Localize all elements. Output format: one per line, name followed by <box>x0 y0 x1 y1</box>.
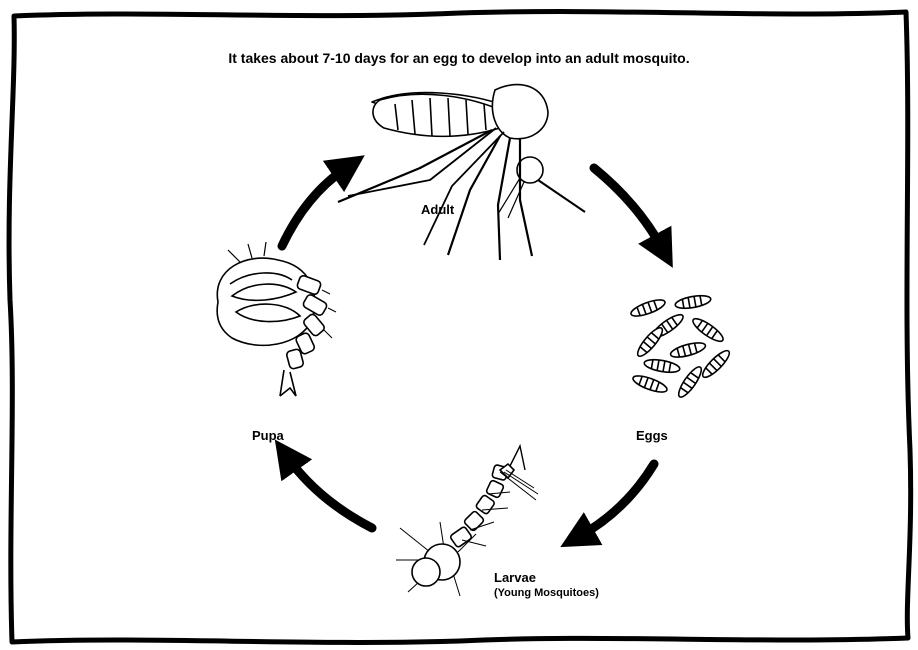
stage-label-larvae: Larvae <box>494 570 536 585</box>
pupa-icon <box>217 242 336 396</box>
arrow-pupa-to-adult <box>282 168 346 246</box>
mosquito-icon <box>338 85 585 260</box>
arrow-adult-to-eggs <box>594 168 662 248</box>
arrow-eggs-to-larvae <box>580 464 654 536</box>
diagram-title: It takes about 7-10 days for an egg to d… <box>0 50 918 66</box>
stage-label-eggs: Eggs <box>636 428 668 443</box>
stage-label-larvae-subtitle: (Young Mosquitoes) <box>494 587 599 599</box>
egg-cluster-icon <box>629 293 732 399</box>
arrow-larvae-to-pupa <box>288 458 372 528</box>
stage-label-adult: Adult <box>421 202 454 217</box>
stage-label-pupa: Pupa <box>252 428 284 443</box>
